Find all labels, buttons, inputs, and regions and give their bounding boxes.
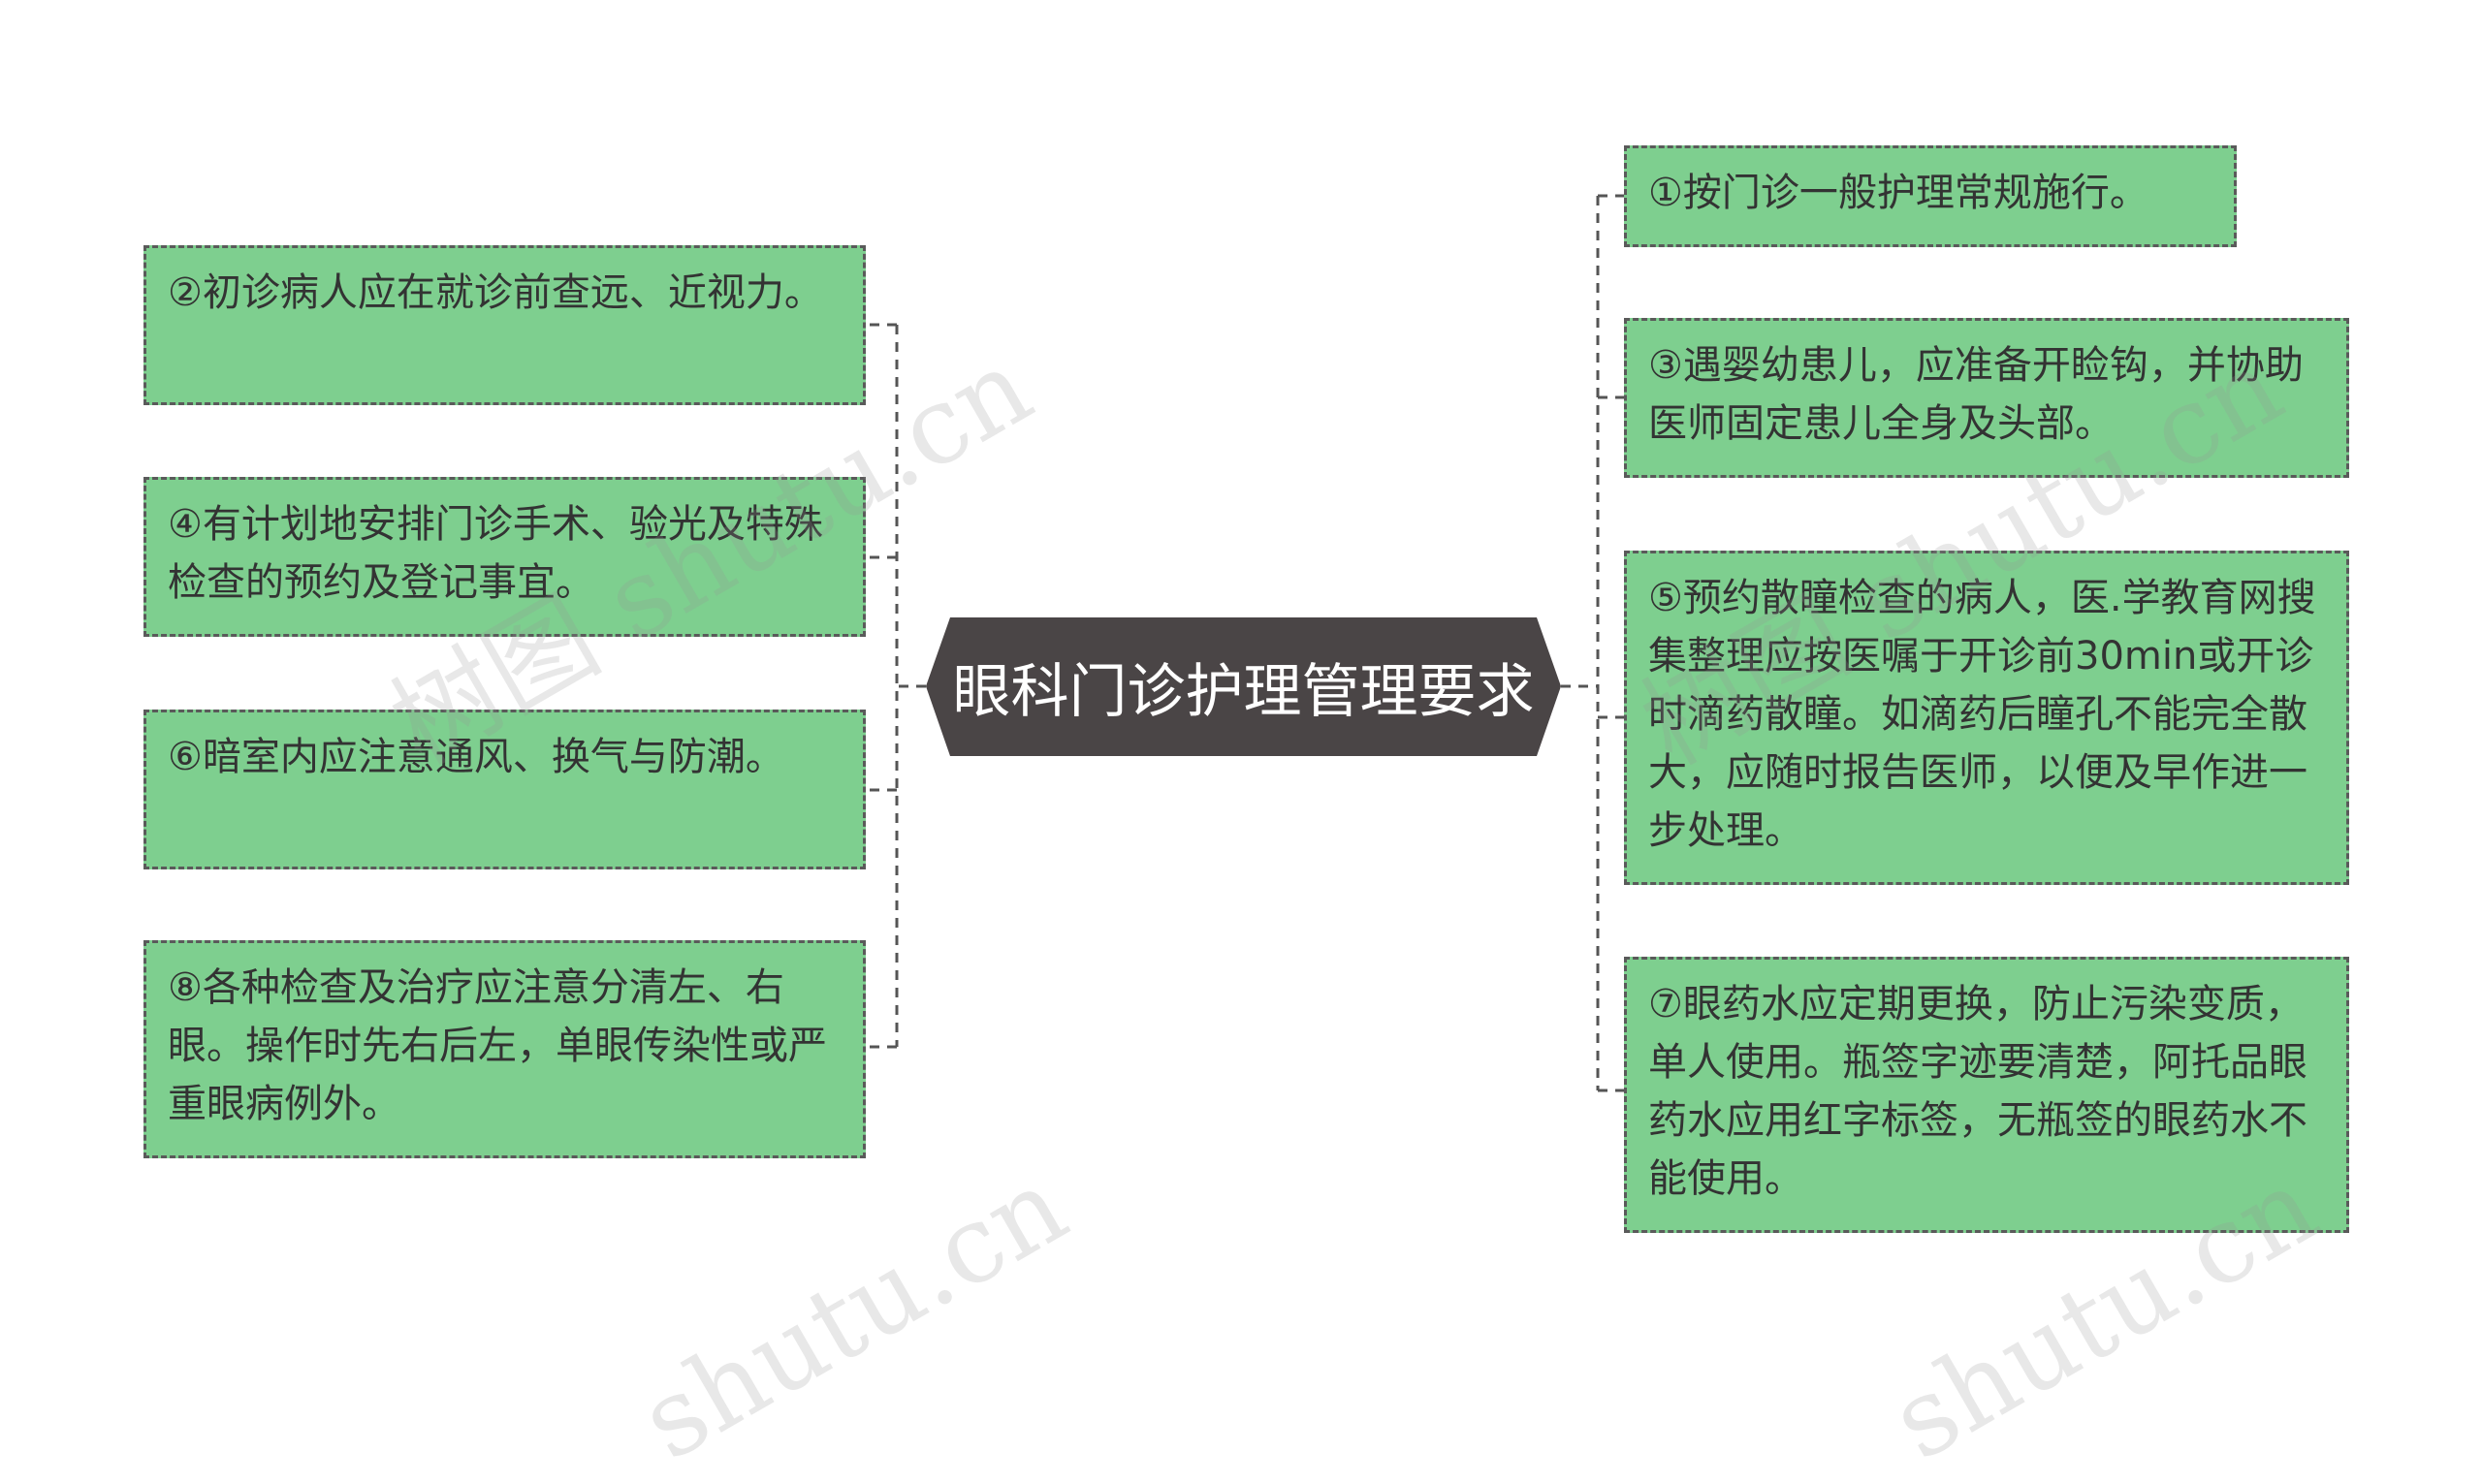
topic-node-7[interactable]: ⑦眼药水应定期更换，防止污染变质，单人使用。瓶签字迹要清楚，阿托品眼药水应用红字… (1624, 957, 2349, 1233)
center-topic-label[interactable]: 眼科门诊护理管理要求 (952, 658, 1535, 726)
topic-node-4[interactable]: ④有计划地安排门诊手术、验光及特殊检查的预约及登记事宜。 (143, 477, 866, 637)
topic-node-8[interactable]: ⑧各种检查及治疗应注意分清左、右眼。操作时先右后左，单眼传染性或严重眼病例外。 (143, 940, 866, 1158)
topic-node-1[interactable]: ①按门诊一般护理常规施行。 (1624, 145, 2237, 247)
mindmap-canvas (866, 194, 1624, 1092)
center-topic-shape (926, 617, 1561, 756)
topic-node-5[interactable]: ⑤预约散瞳检查的病人，医.学教育网搜集整理应按医嘱于开诊前30min或开诊时滴药… (1624, 551, 2349, 885)
topic-node-2[interactable]: ②初诊病人应在就诊前查远、近视力。 (143, 245, 866, 405)
topic-node-6[interactable]: ⑥暗室内应注意通风、换气与防潮。 (143, 710, 866, 869)
topic-node-3[interactable]: ③遇婴幼患儿，应准备开睑钩，并协助医师固定患儿全身及头部。 (1624, 318, 2349, 478)
